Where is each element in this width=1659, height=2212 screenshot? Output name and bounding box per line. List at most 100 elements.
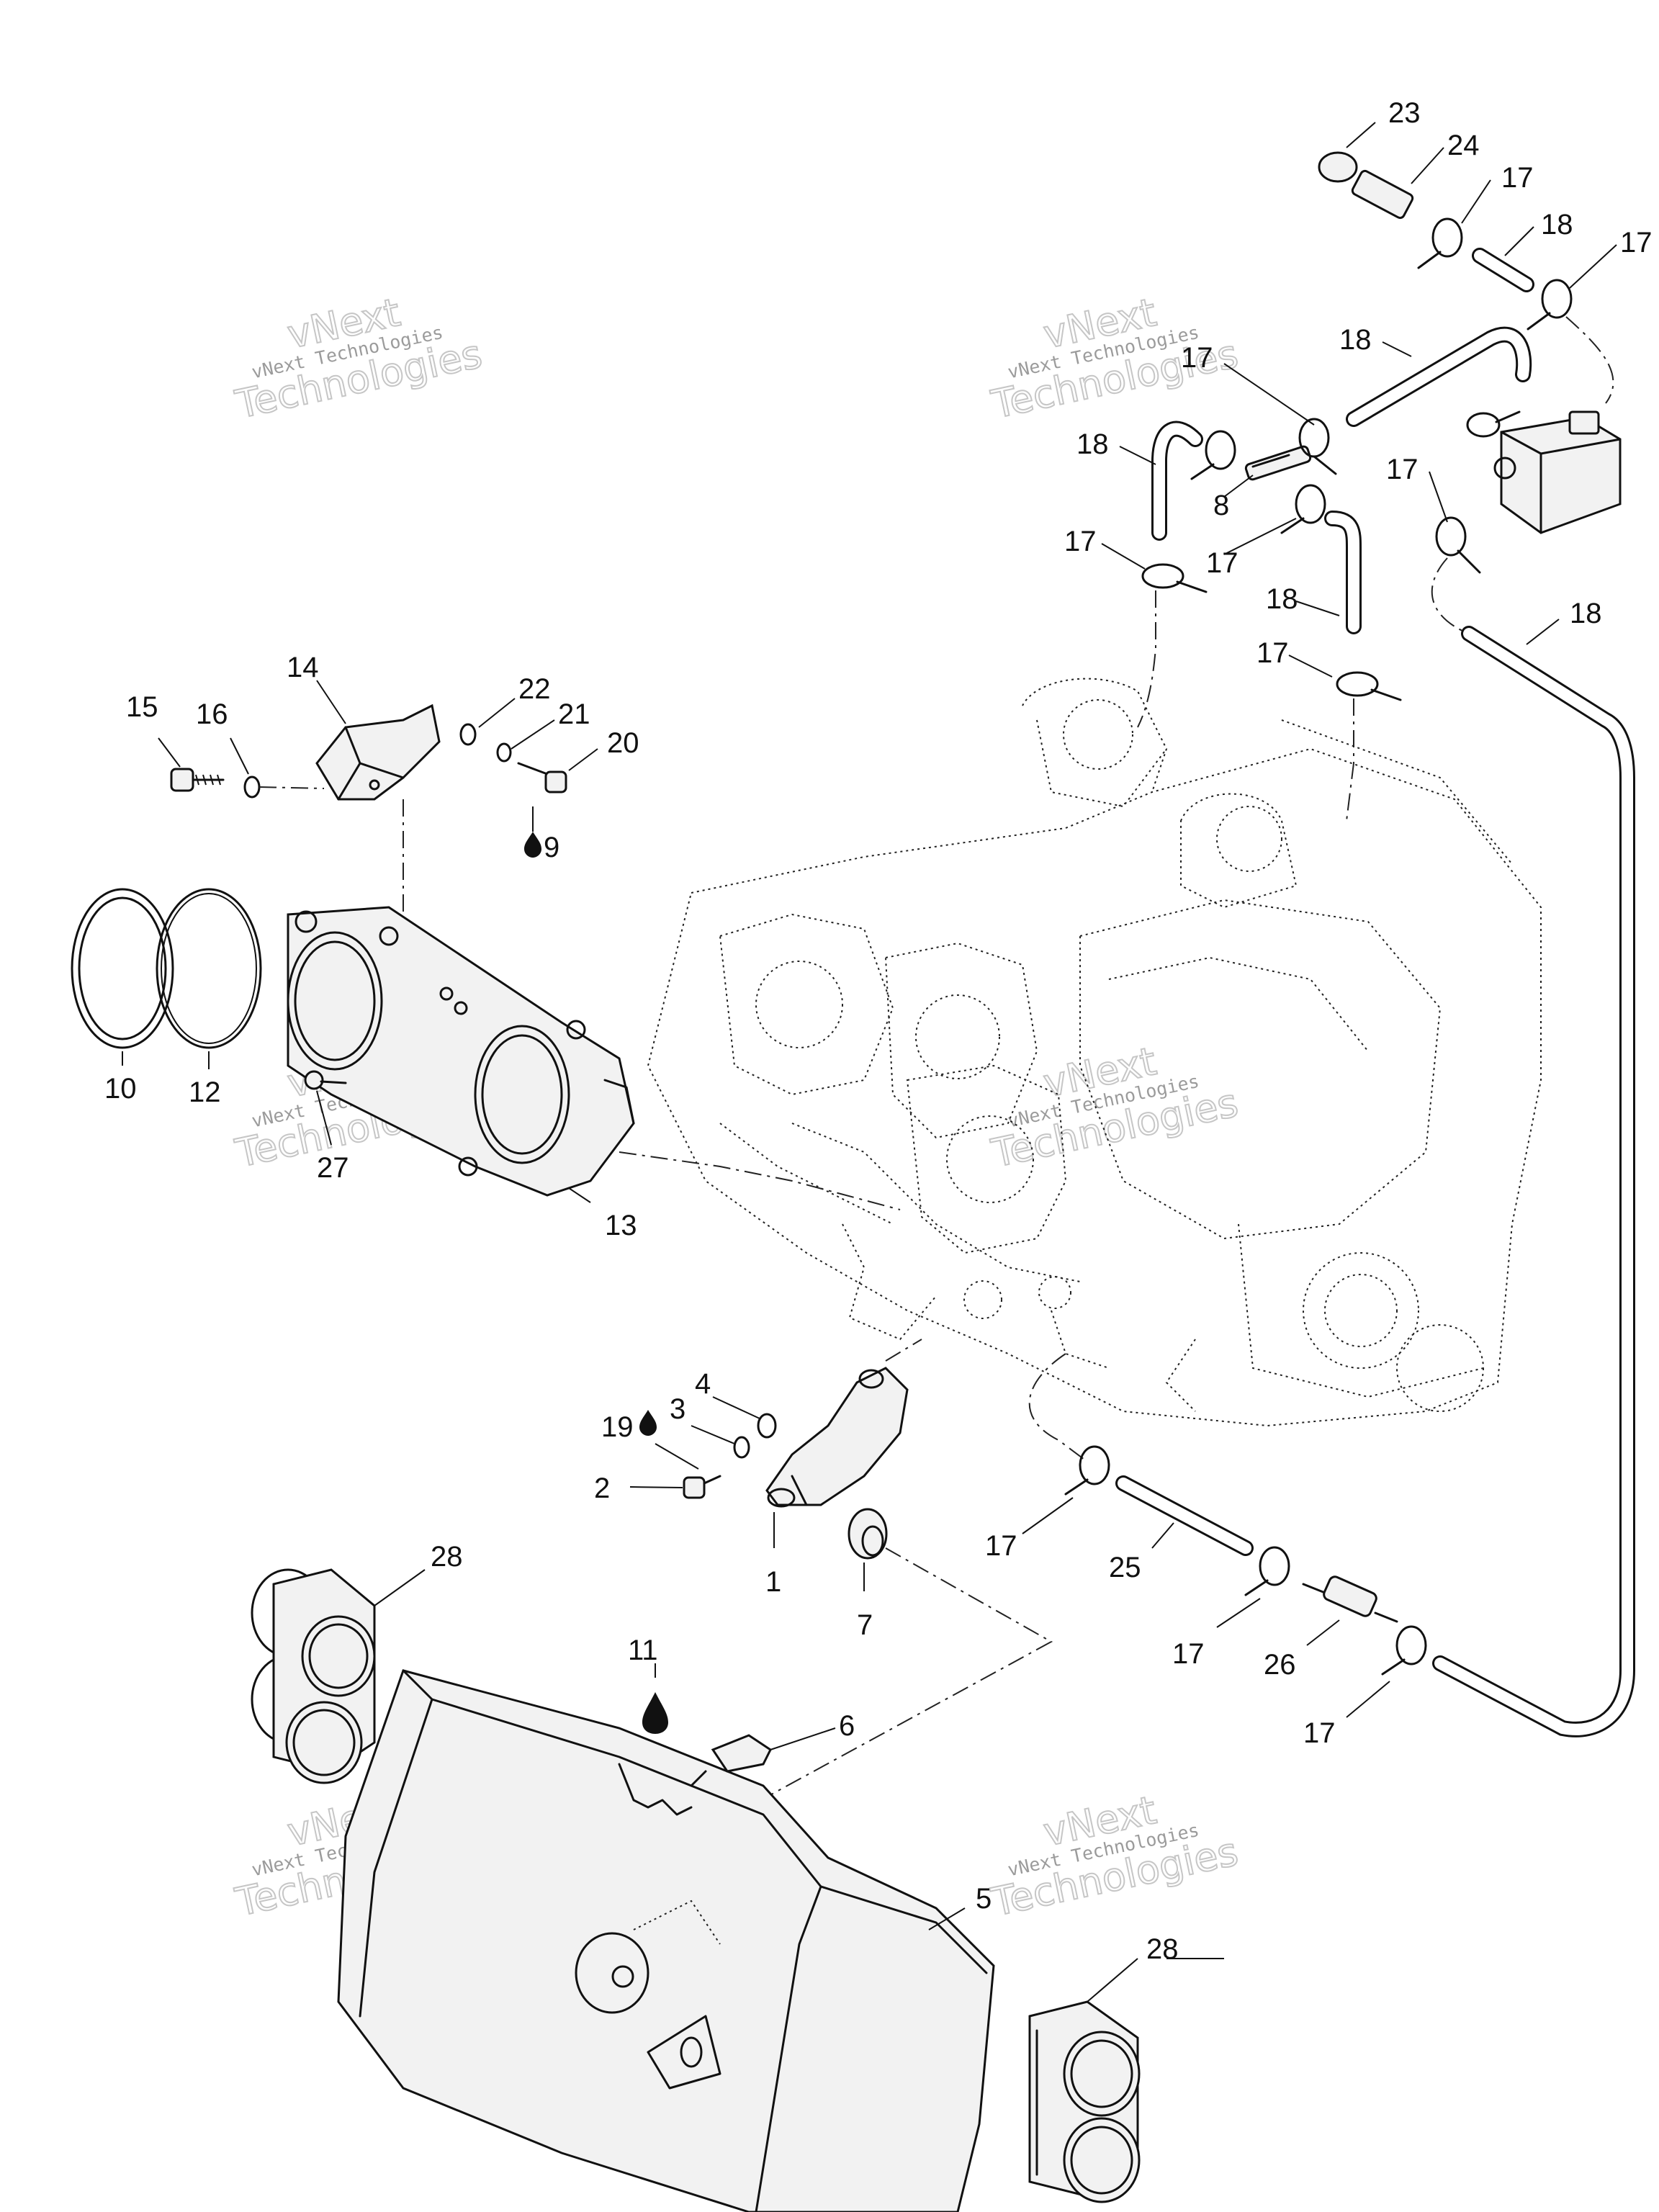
callout-24: 24 xyxy=(1447,130,1480,161)
airbox-port xyxy=(575,1932,649,2014)
hose-18-long xyxy=(1346,326,1532,427)
callout-17-mid: 17 xyxy=(1206,547,1238,579)
hose-18-left-bend xyxy=(1151,421,1203,541)
callout-17-lower: 17 xyxy=(1256,637,1289,669)
callout-17-top-right: 17 xyxy=(1620,227,1653,258)
callout-18-right: 18 xyxy=(1570,598,1602,629)
callout-23: 23 xyxy=(1388,97,1421,129)
callout-17-bottom-left: 17 xyxy=(985,1530,1017,1562)
ring-10 xyxy=(71,888,174,1049)
clamp-17-b xyxy=(1527,279,1573,331)
clamp-17-h xyxy=(1141,563,1208,593)
seal-ring-12 xyxy=(156,888,262,1049)
watermark-top-left: vNext vNext Technologies Technologies xyxy=(230,289,486,428)
oil-drop-icon xyxy=(639,1410,657,1436)
callout-13: 13 xyxy=(605,1210,637,1241)
callout-18-left: 18 xyxy=(1076,428,1109,460)
callout-18-mid: 18 xyxy=(1266,583,1298,615)
callout-labels: 23 24 17 18 17 18 17 18 8 17 17 17 18 18… xyxy=(104,97,1653,1965)
callout-28-top: 28 xyxy=(431,1541,463,1573)
callout-17-left: 17 xyxy=(1064,526,1097,557)
callout-17-top: 17 xyxy=(1501,162,1534,194)
watermark-bottom-right: vNext vNext Technologies Technologies xyxy=(986,1786,1242,1926)
washer-22 xyxy=(459,723,477,746)
callout-14: 14 xyxy=(287,652,319,683)
callout-11: 11 xyxy=(628,1635,658,1666)
tee-fitting-8 xyxy=(1244,445,1312,481)
bracket-dash-1 xyxy=(258,786,325,789)
clamp-17-j xyxy=(1064,1445,1110,1496)
clamp-17-g xyxy=(1280,484,1326,534)
callout-18-top: 18 xyxy=(1541,209,1573,240)
hose-dash-5 xyxy=(1028,1353,1088,1462)
clamp-17-l xyxy=(1381,1625,1427,1676)
washer-21 xyxy=(496,742,512,763)
hose-dash-4 xyxy=(1431,557,1470,634)
callout-22: 22 xyxy=(518,673,551,705)
grommet-7 xyxy=(848,1508,888,1560)
washer-3 xyxy=(733,1436,750,1459)
callout-17-upper-left: 17 xyxy=(1181,342,1213,374)
solenoid-valve xyxy=(1493,410,1622,534)
fuel-filter-26 xyxy=(1302,1575,1398,1623)
hose-dash-2 xyxy=(1137,590,1156,728)
callout-17-bottom-mid: 17 xyxy=(1172,1638,1205,1670)
airbox-5 xyxy=(337,1669,995,2212)
lock-washer-4 xyxy=(757,1413,777,1439)
callout-21: 21 xyxy=(558,698,590,730)
clamp-17-f xyxy=(1298,418,1337,475)
callout-7: 7 xyxy=(857,1609,873,1641)
callout-26: 26 xyxy=(1264,1649,1296,1681)
watermark-middle-right: vNext vNext Technologies Technologies xyxy=(986,1038,1242,1177)
callout-2: 2 xyxy=(594,1473,610,1504)
fitting-24 xyxy=(1351,169,1414,220)
breather-hose-assembly xyxy=(1028,151,1635,1737)
callout-12: 12 xyxy=(189,1076,221,1108)
clamp-17-i xyxy=(1336,671,1402,701)
engine-block-outline xyxy=(647,678,1542,1427)
callout-10: 10 xyxy=(104,1073,137,1105)
hose-18-long-right xyxy=(1432,626,1635,1737)
washer-16 xyxy=(243,775,261,799)
clip-6 xyxy=(690,1734,772,1787)
bolt-2 xyxy=(683,1476,706,1499)
callout-17-right: 17 xyxy=(1386,454,1419,485)
clamp-17-k xyxy=(1244,1546,1290,1596)
callout-28-bottom: 28 xyxy=(1146,1933,1179,1965)
intake-boot-28-bottom xyxy=(1028,2000,1141,2203)
callout-5: 5 xyxy=(976,1883,992,1915)
callout-25: 25 xyxy=(1109,1552,1141,1583)
hose-18-short-top xyxy=(1472,248,1534,292)
callout-16: 16 xyxy=(196,698,228,730)
callout-3: 3 xyxy=(670,1393,685,1425)
callout-1: 1 xyxy=(765,1566,781,1598)
oil-drop-11 xyxy=(642,1692,668,1734)
callout-8: 8 xyxy=(1213,490,1229,521)
callout-9: 9 xyxy=(544,832,559,863)
clamp-17-e xyxy=(1190,430,1236,480)
screw-20 xyxy=(517,762,567,793)
hose-dash-3 xyxy=(1346,698,1354,822)
callout-15: 15 xyxy=(126,691,158,723)
clamp-17-a xyxy=(1417,217,1463,269)
screw-15 xyxy=(170,768,194,792)
leader-lines xyxy=(122,122,1617,2002)
callout-17-bottom-right: 17 xyxy=(1303,1717,1336,1749)
clamp-17-c xyxy=(1466,410,1521,438)
intake-plate-13 xyxy=(287,906,635,1197)
callout-27: 27 xyxy=(317,1152,349,1184)
bracket1-dash-1 xyxy=(885,1339,922,1362)
intake-boot-28-top xyxy=(251,1568,376,1784)
oil-drop-icon xyxy=(524,832,541,858)
hose-dash-1 xyxy=(1565,316,1614,404)
plug-23 xyxy=(1318,151,1358,183)
bracket-1 xyxy=(765,1367,909,1506)
callout-18-upper: 18 xyxy=(1339,324,1372,356)
clamp-17-d xyxy=(1435,516,1481,574)
callout-19: 19 xyxy=(601,1411,634,1443)
callout-4: 4 xyxy=(695,1368,711,1400)
plate-dash-1 xyxy=(619,1151,901,1210)
hose-18-right-bend xyxy=(1324,511,1362,634)
